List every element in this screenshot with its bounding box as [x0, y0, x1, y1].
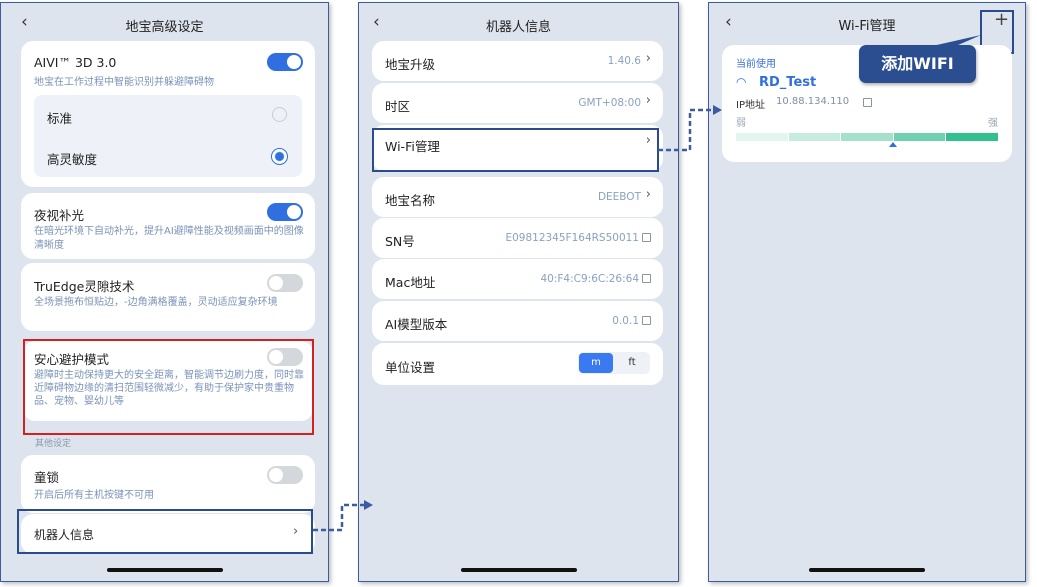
strong-label: 强: [988, 118, 998, 129]
info-row-label: 地宝名称: [385, 193, 436, 208]
childlock-title: 童锁: [34, 470, 60, 485]
copy-icon[interactable]: [642, 233, 651, 242]
night-light-card: 夜视补光 在暗光环境下自动补光，提升AI避障性能及视频画面中的图像清晰度: [21, 193, 315, 259]
add-wifi-button[interactable]: +: [994, 9, 1010, 30]
home-indicator: [106, 568, 223, 572]
robot-info-label: 机器人信息: [34, 528, 95, 542]
copy-icon[interactable]: [863, 98, 872, 107]
truedge-card: TruEdge灵隙技术 全场景拖布恒贴边，-边角满格覆盖，灵动适应复杂环境: [21, 263, 315, 331]
info-row[interactable]: SN号 E09812345F164RS50011: [372, 218, 663, 258]
info-row-label: 时区: [385, 99, 411, 114]
night-toggle[interactable]: [267, 203, 303, 221]
childlock-toggle[interactable]: [267, 466, 303, 484]
robot-info-highlight: [17, 509, 313, 554]
night-desc: 在暗光环境下自动补光，提升AI避障性能及视频画面中的图像清晰度: [34, 226, 304, 251]
truedge-desc: 全场景拖布恒贴边，-边角满格覆盖，灵动适应复杂环境: [34, 297, 278, 308]
info-row[interactable]: 时区 GMT+08:00 ›: [372, 83, 663, 123]
signal-indicator-icon: [889, 142, 898, 147]
wifi-icon: ◠: [736, 75, 747, 89]
home-indicator: [460, 568, 577, 572]
weak-label: 弱: [736, 118, 746, 129]
info-row-value: 0.0.1: [612, 315, 639, 327]
unit-label: 单位设置: [385, 360, 436, 375]
back-icon[interactable]: ‹: [725, 12, 732, 32]
back-icon[interactable]: ‹: [373, 12, 380, 32]
aivi-toggle[interactable]: [267, 53, 303, 71]
info-row-value: DEEBOT: [597, 191, 641, 203]
current-label: 当前使用: [736, 59, 776, 70]
unit-settings-row: 单位设置 m ft: [372, 343, 663, 385]
robot-info-row[interactable]: 机器人信息 ›: [21, 514, 315, 554]
chevron-right-icon: ›: [293, 524, 299, 539]
childlock-desc: 开启后所有主机按键不可用: [34, 490, 154, 501]
radio-checked-icon[interactable]: [271, 148, 288, 165]
option-label: 高灵敏度: [47, 152, 98, 167]
info-row[interactable]: 地宝名称 DEEBOT ›: [372, 177, 663, 217]
ip-label: IP地址: [736, 100, 765, 111]
unit-m-button[interactable]: m: [579, 353, 613, 373]
aivi-options: 标准 高灵敏度: [34, 95, 302, 177]
section-label: 其他设定: [35, 439, 72, 449]
info-row-label: 地宝升级: [385, 57, 436, 72]
signal-strength-bar: [736, 133, 998, 141]
safe-desc: 避障时主动保持更大的安全距离，智能调节边刷力度，同时靠近障碍物边缘的清扫范围轻微…: [34, 370, 304, 407]
info-row[interactable]: Mac地址 40:F4:C9:6C:26:64: [372, 259, 663, 299]
info-row-label: Wi-Fi管理: [385, 139, 440, 154]
page-title: Wi-Fi管理: [838, 19, 896, 34]
tooltip-pointer: [919, 35, 981, 49]
wifi-ssid: RD_Test: [759, 75, 817, 90]
option-label: 标准: [47, 111, 73, 126]
truedge-title: TruEdge灵隙技术: [34, 279, 135, 294]
safe-toggle[interactable]: [267, 348, 303, 366]
aivi-title: AIVI™ 3D 3.0: [34, 55, 117, 70]
info-row[interactable]: Wi-Fi管理 ›: [372, 125, 663, 171]
unit-segmented: m ft: [578, 352, 650, 374]
info-row[interactable]: 地宝升级 1.40.6 ›: [372, 41, 663, 81]
info-row-value: 40:F4:C9:6C:26:64: [540, 273, 639, 285]
advanced-settings-screen: ‹ 地宝高级设定 AIVI™ 3D 3.0 地宝在工作过程中智能识别并躲避障碍物…: [0, 2, 329, 582]
truedge-toggle[interactable]: [267, 274, 303, 292]
info-row-label: Mac地址: [385, 275, 436, 290]
child-lock-card: 童锁 开启后所有主机按键不可用: [21, 455, 315, 513]
aivi-card: AIVI™ 3D 3.0 地宝在工作过程中智能识别并躲避障碍物 标准 高灵敏度: [21, 41, 315, 187]
tooltip-text: 添加WIFI: [881, 54, 954, 73]
add-wifi-tooltip: 添加WIFI: [859, 45, 976, 83]
safe-mode-card: 安心避护模式 避障时主动保持更大的安全距离，智能调节边刷力度，同时靠近障碍物边缘…: [23, 341, 313, 421]
aivi-desc: 地宝在工作过程中智能识别并躲避障碍物: [34, 77, 214, 88]
chevron-right-icon: ›: [645, 133, 651, 148]
night-title: 夜视补光: [34, 208, 85, 223]
copy-icon[interactable]: [642, 274, 651, 283]
option-high-sensitivity[interactable]: 高灵敏度: [34, 136, 302, 177]
page-title: 地宝高级设定: [125, 20, 204, 35]
safe-mode-highlight: [23, 339, 314, 435]
safe-title: 安心避护模式: [34, 352, 110, 367]
chevron-right-icon: ›: [645, 51, 651, 66]
signal-segment: [841, 133, 893, 141]
chevron-right-icon: ›: [645, 187, 651, 202]
unit-ft-button[interactable]: ft: [628, 357, 636, 368]
option-standard[interactable]: 标准: [34, 95, 302, 136]
radio-unchecked-icon[interactable]: [272, 107, 287, 122]
wifi-row-highlight: [372, 128, 659, 172]
info-row-value: E09812345F164RS50011: [505, 232, 639, 244]
info-row[interactable]: AI模型版本 0.0.1: [372, 301, 663, 341]
copy-icon[interactable]: [642, 316, 651, 325]
page-title: 机器人信息: [485, 20, 551, 35]
signal-segment: [736, 133, 788, 141]
info-row-label: AI模型版本: [385, 317, 448, 332]
signal-segment: [788, 133, 841, 141]
info-row-value: 1.40.6: [607, 55, 641, 67]
signal-segment: [946, 133, 998, 141]
chevron-right-icon: ›: [645, 93, 651, 108]
info-row-value: GMT+08:00: [578, 97, 641, 109]
ip-value: 10.88.134.110: [776, 96, 850, 107]
back-icon[interactable]: ‹: [21, 12, 28, 32]
home-indicator: [809, 568, 925, 572]
wifi-management-screen: ‹ Wi-Fi管理 + 当前使用 ◠ RD_Test IP地址 10.88.13…: [708, 2, 1026, 582]
info-row-label: SN号: [385, 234, 415, 249]
signal-segment: [893, 133, 946, 141]
